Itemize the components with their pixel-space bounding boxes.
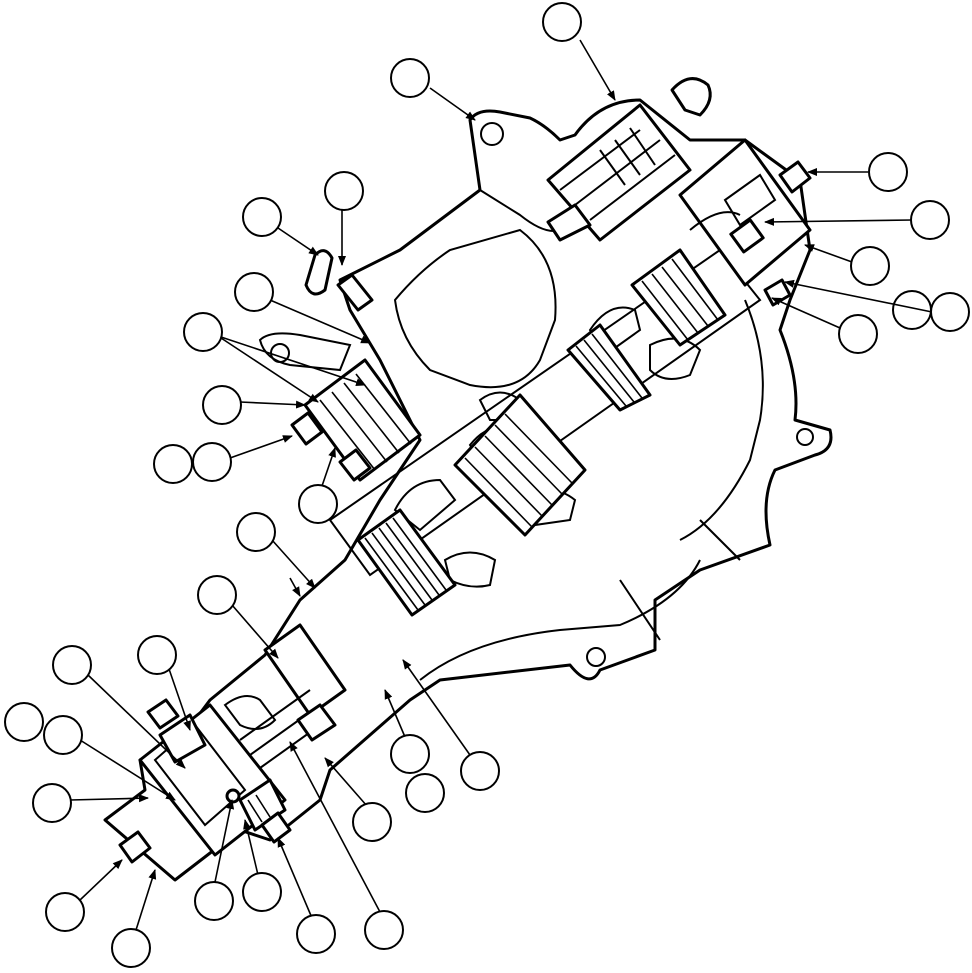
callout-10 bbox=[242, 197, 319, 256]
spool-land-2 bbox=[453, 393, 587, 537]
callout-5 bbox=[804, 244, 890, 286]
callout-23 bbox=[32, 783, 149, 823]
callout-18 bbox=[197, 575, 279, 659]
relief-valve-cartridge bbox=[546, 77, 712, 242]
spool-land-3 bbox=[566, 323, 652, 412]
callout-34 bbox=[289, 577, 301, 597]
callout-27 bbox=[242, 819, 282, 912]
spool-lands bbox=[356, 248, 727, 617]
lower-spring-section bbox=[223, 623, 347, 769]
lower-end-cap bbox=[118, 698, 292, 864]
callout-22 bbox=[43, 715, 176, 801]
callout-7 bbox=[784, 279, 970, 332]
callout-15 bbox=[192, 435, 293, 482]
callout-17 bbox=[236, 512, 316, 589]
callout-19 bbox=[137, 635, 191, 731]
callout-3 bbox=[807, 152, 908, 192]
callout-29 bbox=[289, 741, 404, 950]
callout-25 bbox=[111, 869, 157, 968]
callout-16 bbox=[298, 447, 338, 524]
callout-32 bbox=[405, 773, 445, 813]
callout-12 bbox=[183, 312, 366, 403]
callout-1 bbox=[542, 2, 616, 101]
callout-21 bbox=[4, 702, 44, 742]
callout-28 bbox=[277, 837, 336, 954]
callout-13 bbox=[202, 385, 306, 425]
callout-4 bbox=[764, 200, 950, 240]
callout-11 bbox=[234, 272, 371, 344]
callout-30 bbox=[324, 757, 392, 842]
callout-9 bbox=[324, 171, 364, 266]
callout-14 bbox=[153, 444, 193, 484]
callout-33 bbox=[402, 659, 500, 791]
callout-8 bbox=[771, 297, 878, 354]
callout-31 bbox=[384, 689, 430, 774]
callout-20 bbox=[52, 645, 186, 769]
callout-24 bbox=[45, 859, 123, 932]
upper-spring-pack bbox=[290, 249, 422, 482]
spool-land-4 bbox=[630, 248, 727, 347]
right-end-cap bbox=[678, 138, 812, 307]
spool-land-1 bbox=[356, 508, 457, 617]
callout-2 bbox=[390, 58, 476, 121]
callouts bbox=[4, 2, 970, 968]
callout-26 bbox=[194, 799, 235, 921]
